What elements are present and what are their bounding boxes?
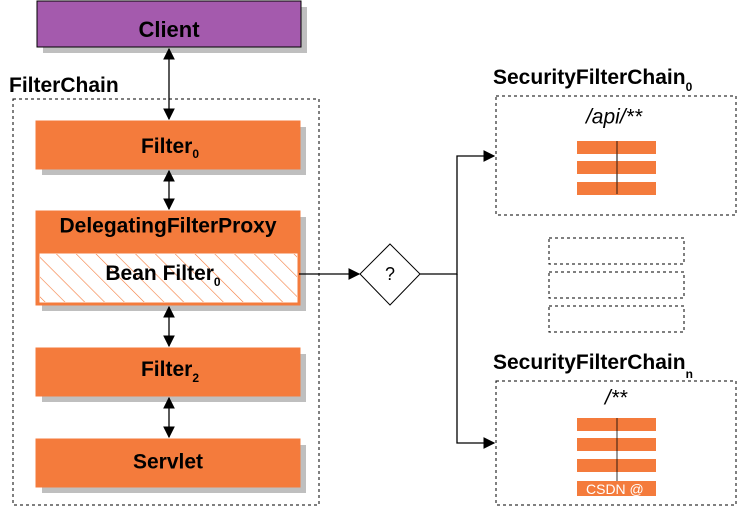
filter0-label: Filter0 xyxy=(141,135,199,162)
filter-chain-container xyxy=(12,98,320,506)
intermediate-chain-3 xyxy=(548,305,685,333)
chainn-filter-1 xyxy=(577,418,656,431)
filter2-box: Filter2 xyxy=(35,347,306,402)
security-chain-n-title: SecurityFilterChainn xyxy=(493,351,693,381)
security-chain-n-pattern: /** xyxy=(603,387,628,410)
chainn-filter-2 xyxy=(577,438,656,451)
intermediate-chain-2 xyxy=(548,271,685,299)
branch-to-chain0 xyxy=(420,150,496,275)
delegating-filter-proxy-label: DelegatingFilterProxy xyxy=(59,215,276,238)
chainn-filter-4 xyxy=(577,481,656,496)
chain0-filter-1 xyxy=(577,141,656,154)
delegating-filter-proxy-box: DelegatingFilterProxy Bean Filter0 xyxy=(35,210,306,311)
servlet-label: Servlet xyxy=(133,451,203,474)
filter0-box: Filter0 xyxy=(35,120,306,175)
security-chain-0-title: SecurityFilterChain0 xyxy=(493,66,693,94)
filter-chain-title: FilterChain xyxy=(9,74,119,97)
decision-diamond: ? xyxy=(359,243,421,306)
client-label: Client xyxy=(138,17,200,42)
security-chain-n-box: /** CSDN @ xyxy=(495,380,737,506)
servlet-box: Servlet xyxy=(35,438,306,493)
decision-label: ? xyxy=(385,264,395,284)
bean-filter-box: Bean Filter0 xyxy=(39,253,298,303)
chain0-filter-2 xyxy=(577,161,656,174)
chainn-filter-3 xyxy=(577,459,656,472)
filter2-label: Filter2 xyxy=(141,358,199,386)
security-chain-0-box: /api/** xyxy=(495,95,737,216)
branch-to-chainn xyxy=(456,274,496,449)
intermediate-chain-1 xyxy=(548,237,685,265)
chain0-filter-3 xyxy=(577,182,656,195)
security-chain-0-pattern: /api/** xyxy=(584,106,643,129)
watermark-text: CSDN @ xyxy=(586,481,644,497)
client-box: Client xyxy=(36,0,307,53)
bean-filter-label: Bean Filter0 xyxy=(105,262,221,290)
